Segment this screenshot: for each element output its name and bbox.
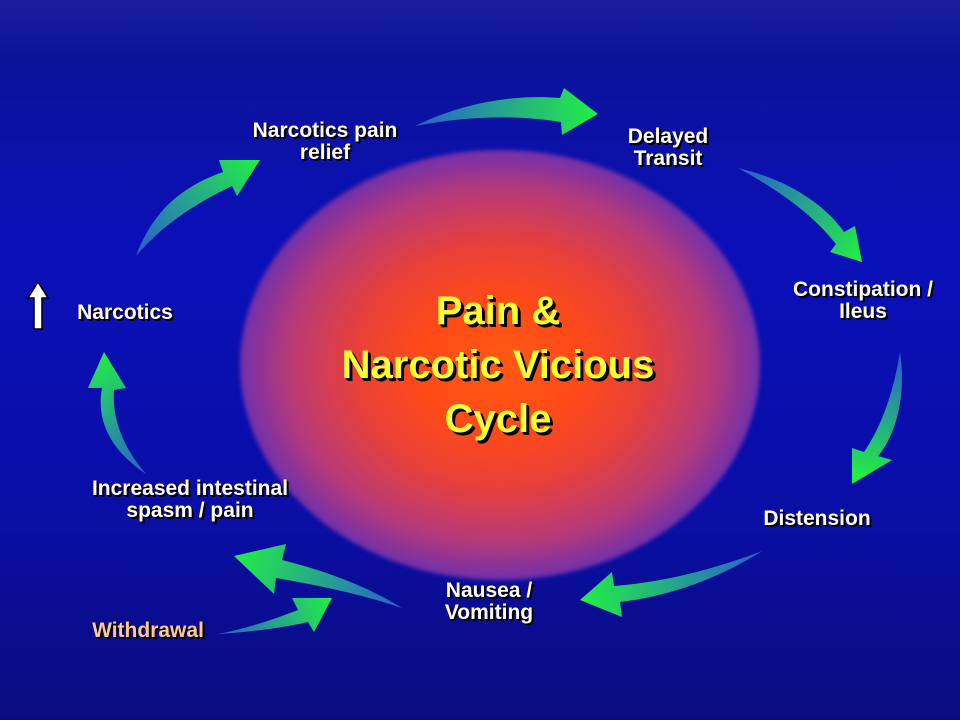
arrow-withdrawal-to-spasm xyxy=(218,598,332,634)
up-arrow-icon xyxy=(27,281,49,330)
arrow-spasm-to-narcotics xyxy=(88,352,146,474)
diagram-title: Pain & Narcotic Vicious Cycle xyxy=(341,289,655,441)
node-narcotics-pain-relief: Narcotics pain relief xyxy=(252,119,398,164)
arrow-distension-to-nausea xyxy=(580,551,762,617)
node-increased-spasm: Increased intestinal spasm / pain xyxy=(91,477,289,522)
center-glow xyxy=(240,150,760,580)
node-constipation-ileus: Constipation / Ileus xyxy=(793,278,933,323)
node-withdrawal: Withdrawal xyxy=(92,619,204,642)
node-delayed-transit: Delayed Transit xyxy=(627,125,709,170)
arrow-nausea-to-spasm xyxy=(234,544,402,608)
arrow-transit-to-constipation xyxy=(738,168,862,262)
arrow-constipation-to-distension xyxy=(852,352,902,484)
node-distension: Distension xyxy=(763,507,871,530)
node-narcotics: Narcotics xyxy=(77,301,173,324)
node-nausea-vomiting: Nausea / Vomiting xyxy=(444,579,534,624)
arrow-relief-to-transit xyxy=(415,88,598,135)
arrow-narcotics-to-relief xyxy=(136,160,260,256)
